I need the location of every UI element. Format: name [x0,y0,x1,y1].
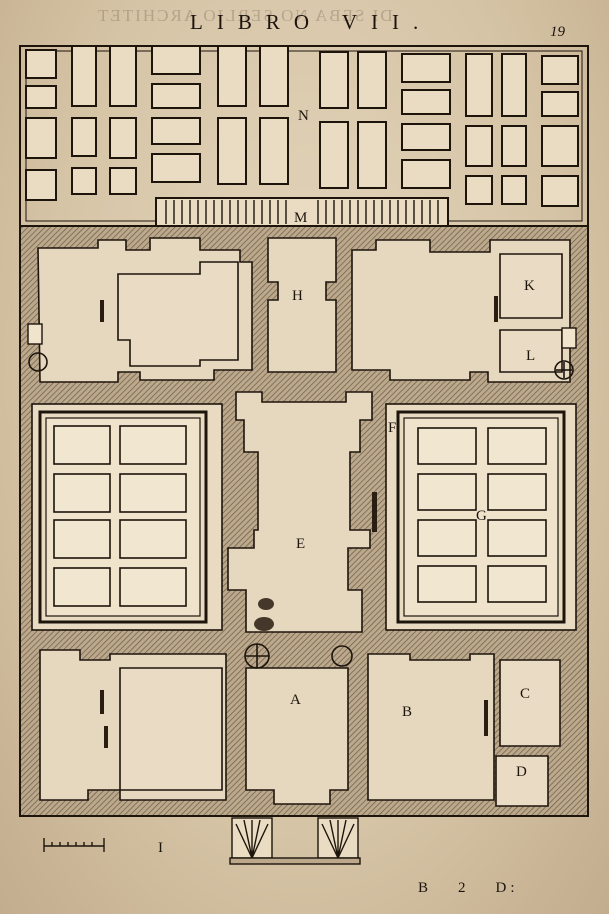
label-h: H [292,288,303,304]
signature-letter: B [418,880,433,896]
room-k [499,253,563,319]
signature-number: 2 [458,880,470,896]
label-d: D [516,764,527,780]
label-g: G [476,508,487,524]
catchword: D: [495,880,519,896]
balustrade [155,197,449,227]
room-lower-left-inner [119,667,223,791]
label-m: M [294,210,307,226]
running-title: LIBRO VII. [190,10,433,34]
signature-mark: B 2 D: [418,880,545,897]
label-k: K [524,278,535,294]
room-h [267,237,337,373]
garden-beds [25,45,579,207]
page-header: DI SEBA NO SERLIO ARCHITET LIBRO VII. 19 [0,2,609,42]
label-l: L [526,348,535,364]
label-b: B [402,704,412,720]
wall-piers [100,296,498,748]
label-e: E [296,536,305,552]
hall-a [245,667,349,805]
label-f: F [388,420,396,436]
hall-e [227,391,373,633]
room-l [499,329,563,373]
room-labels: N M H K L F G E A B C D I [158,108,535,856]
rooms [37,237,571,807]
room-c [499,659,561,747]
folio-number: 19 [550,24,565,40]
label-n: N [298,108,309,124]
stair-ramps [229,817,361,865]
room-upper-left-inner [117,261,239,367]
round-features [28,352,574,669]
room-d [495,755,549,807]
courtyard-left [31,403,223,631]
room-b [367,653,495,801]
courtyard-right [385,403,577,631]
label-a: A [290,692,301,708]
scale-number: I [158,840,163,856]
scale-bar [43,838,105,852]
label-c: C [520,686,530,702]
ink-stain [254,598,274,631]
side-doors [27,323,577,349]
